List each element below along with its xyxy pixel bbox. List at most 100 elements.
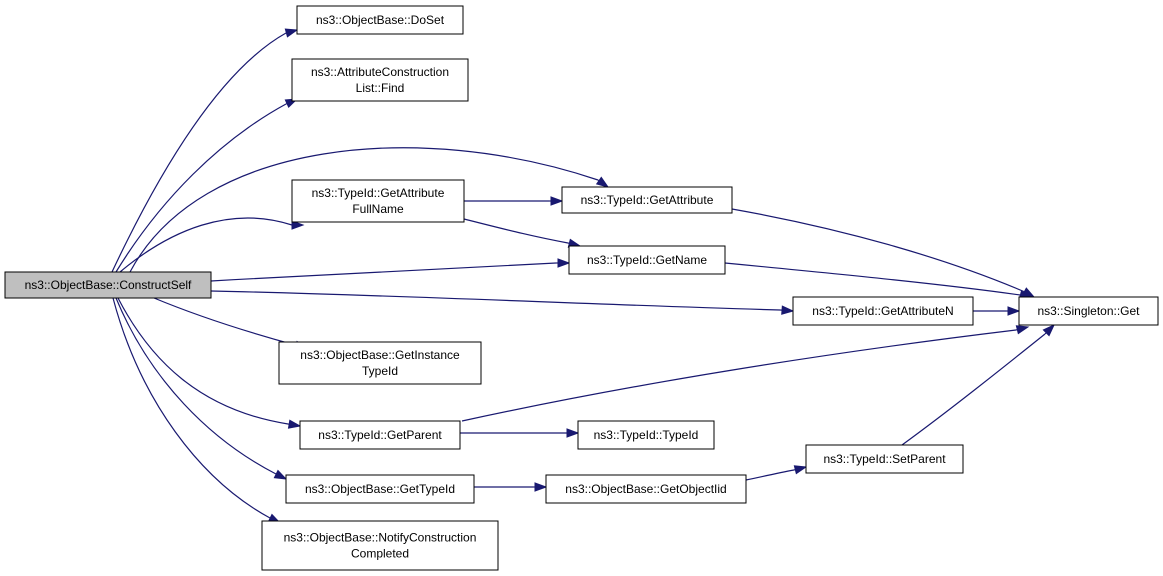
node-label: ns3::ObjectBase::ConstructSelf xyxy=(25,278,192,292)
edge-line xyxy=(731,208,1026,293)
edge-get_attribute_full_name-to-get_name xyxy=(463,218,582,248)
arrowhead xyxy=(534,482,548,492)
edge-construct_self-to-get_type_id xyxy=(115,297,288,480)
arrowhead xyxy=(550,196,564,206)
node-label: ns3::AttributeConstruction xyxy=(311,65,449,79)
node-label: TypeId xyxy=(362,364,398,378)
edge-get_parent-to-type_id xyxy=(459,428,580,438)
arrowhead xyxy=(595,176,610,188)
edge-get_attribute-to-singleton_get xyxy=(731,208,1036,298)
arrowhead xyxy=(781,305,795,315)
node-label: ns3::ObjectBase::GetInstance xyxy=(300,348,460,362)
node-label: ns3::ObjectBase::GetObjectIid xyxy=(565,482,726,496)
node-label: ns3::Singleton::Get xyxy=(1037,304,1140,318)
node-label: ns3::TypeId::GetAttributeN xyxy=(812,304,953,318)
node-label: ns3::TypeId::GetName xyxy=(587,253,707,267)
edge-construct_self-to-get_parent xyxy=(117,297,302,429)
edge-line xyxy=(901,333,1046,446)
edge-construct_self-to-find xyxy=(115,98,299,273)
node-box xyxy=(792,296,974,326)
node-label: List::Find xyxy=(356,81,405,95)
arrowhead xyxy=(1007,306,1021,316)
edge-set_parent-to-singleton_get xyxy=(901,323,1056,446)
node-box xyxy=(561,186,733,214)
edge-line xyxy=(129,147,599,273)
node-notify-construction-completed[interactable]: ns3::ObjectBase::NotifyConstructionCompl… xyxy=(261,520,499,571)
node-box xyxy=(291,58,469,102)
node-label: ns3::TypeId::SetParent xyxy=(823,452,946,466)
node-box xyxy=(285,474,475,504)
edge-construct_self-to-get_name xyxy=(210,258,571,282)
edge-construct_self-to-do_set xyxy=(111,28,299,273)
node-construct-self[interactable]: ns3::ObjectBase::ConstructSelf xyxy=(4,271,212,299)
edge-get_object_iid-to-set_parent xyxy=(745,465,808,481)
arrowhead xyxy=(291,220,305,230)
edge-line xyxy=(112,297,271,519)
node-label: ns3::TypeId::TypeId xyxy=(594,428,699,442)
node-box xyxy=(577,420,715,450)
edge-get_parent-to-singleton_get xyxy=(461,325,1030,422)
node-label: ns3::ObjectBase::GetTypeId xyxy=(305,482,455,496)
arrowhead xyxy=(284,28,299,38)
node-box xyxy=(568,245,726,275)
node-box xyxy=(1018,296,1159,326)
node-box xyxy=(296,5,464,35)
node-get-object-iid[interactable]: ns3::ObjectBase::GetObjectIid xyxy=(545,474,747,504)
edge-line xyxy=(111,32,287,273)
node-box xyxy=(291,179,465,223)
edge-construct_self-to-get_attribute xyxy=(129,147,610,273)
node-label: ns3::ObjectBase::DoSet xyxy=(316,13,445,27)
arrowhead xyxy=(793,465,808,475)
edge-line xyxy=(115,297,277,475)
node-get-attribute-n[interactable]: ns3::TypeId::GetAttributeN xyxy=(792,296,974,326)
edge-get_name-to-singleton_get xyxy=(724,262,1033,300)
node-get-name[interactable]: ns3::TypeId::GetName xyxy=(568,245,726,275)
edge-construct_self-to-get_attribute_n xyxy=(210,290,795,315)
edge-get_type_id-to-get_object_iid xyxy=(473,482,548,492)
node-label: FullName xyxy=(352,202,404,216)
edge-line xyxy=(461,329,1017,422)
edge-line xyxy=(210,262,557,282)
call-edges xyxy=(111,28,1056,524)
node-get-parent[interactable]: ns3::TypeId::GetParent xyxy=(299,420,461,450)
node-box xyxy=(4,271,212,299)
arrowhead xyxy=(273,469,288,480)
node-get-type-id[interactable]: ns3::ObjectBase::GetTypeId xyxy=(285,474,475,504)
edge-line xyxy=(463,218,569,244)
node-label: ns3::TypeId::GetAttribute xyxy=(312,186,445,200)
node-singleton-get[interactable]: ns3::Singleton::Get xyxy=(1018,296,1159,326)
edge-construct_self-to-get_instance_type_id xyxy=(153,297,308,350)
edge-line xyxy=(210,290,781,311)
edge-get_attribute_full_name-to-get_attribute xyxy=(464,196,564,206)
arrowhead xyxy=(1042,323,1056,337)
node-get-attribute[interactable]: ns3::TypeId::GetAttribute xyxy=(561,186,733,214)
edge-get_attribute_n-to-singleton_get xyxy=(973,306,1021,316)
node-box xyxy=(805,444,964,474)
node-box xyxy=(545,474,747,504)
node-label: ns3::TypeId::GetAttribute xyxy=(581,193,714,207)
node-label: Completed xyxy=(351,547,409,561)
node-type-id[interactable]: ns3::TypeId::TypeId xyxy=(577,420,715,450)
node-label: ns3::TypeId::GetParent xyxy=(318,428,442,442)
node-box xyxy=(261,520,499,571)
call-nodes: ns3::ObjectBase::ConstructSelfns3::Objec… xyxy=(4,5,1159,571)
edge-line xyxy=(115,103,287,273)
arrowhead xyxy=(1015,325,1030,335)
edge-line xyxy=(724,262,1021,296)
edge-line xyxy=(745,469,795,481)
edge-line xyxy=(153,297,296,346)
node-box xyxy=(278,341,482,385)
node-label: ns3::ObjectBase::NotifyConstruction xyxy=(284,531,477,545)
edge-line xyxy=(119,217,293,273)
arrowhead xyxy=(287,419,302,429)
node-do-set[interactable]: ns3::ObjectBase::DoSet xyxy=(296,5,464,35)
node-box xyxy=(299,420,461,450)
arrowhead xyxy=(557,258,571,268)
arrowhead xyxy=(566,428,580,438)
edge-line xyxy=(117,297,289,425)
node-set-parent[interactable]: ns3::TypeId::SetParent xyxy=(805,444,964,474)
